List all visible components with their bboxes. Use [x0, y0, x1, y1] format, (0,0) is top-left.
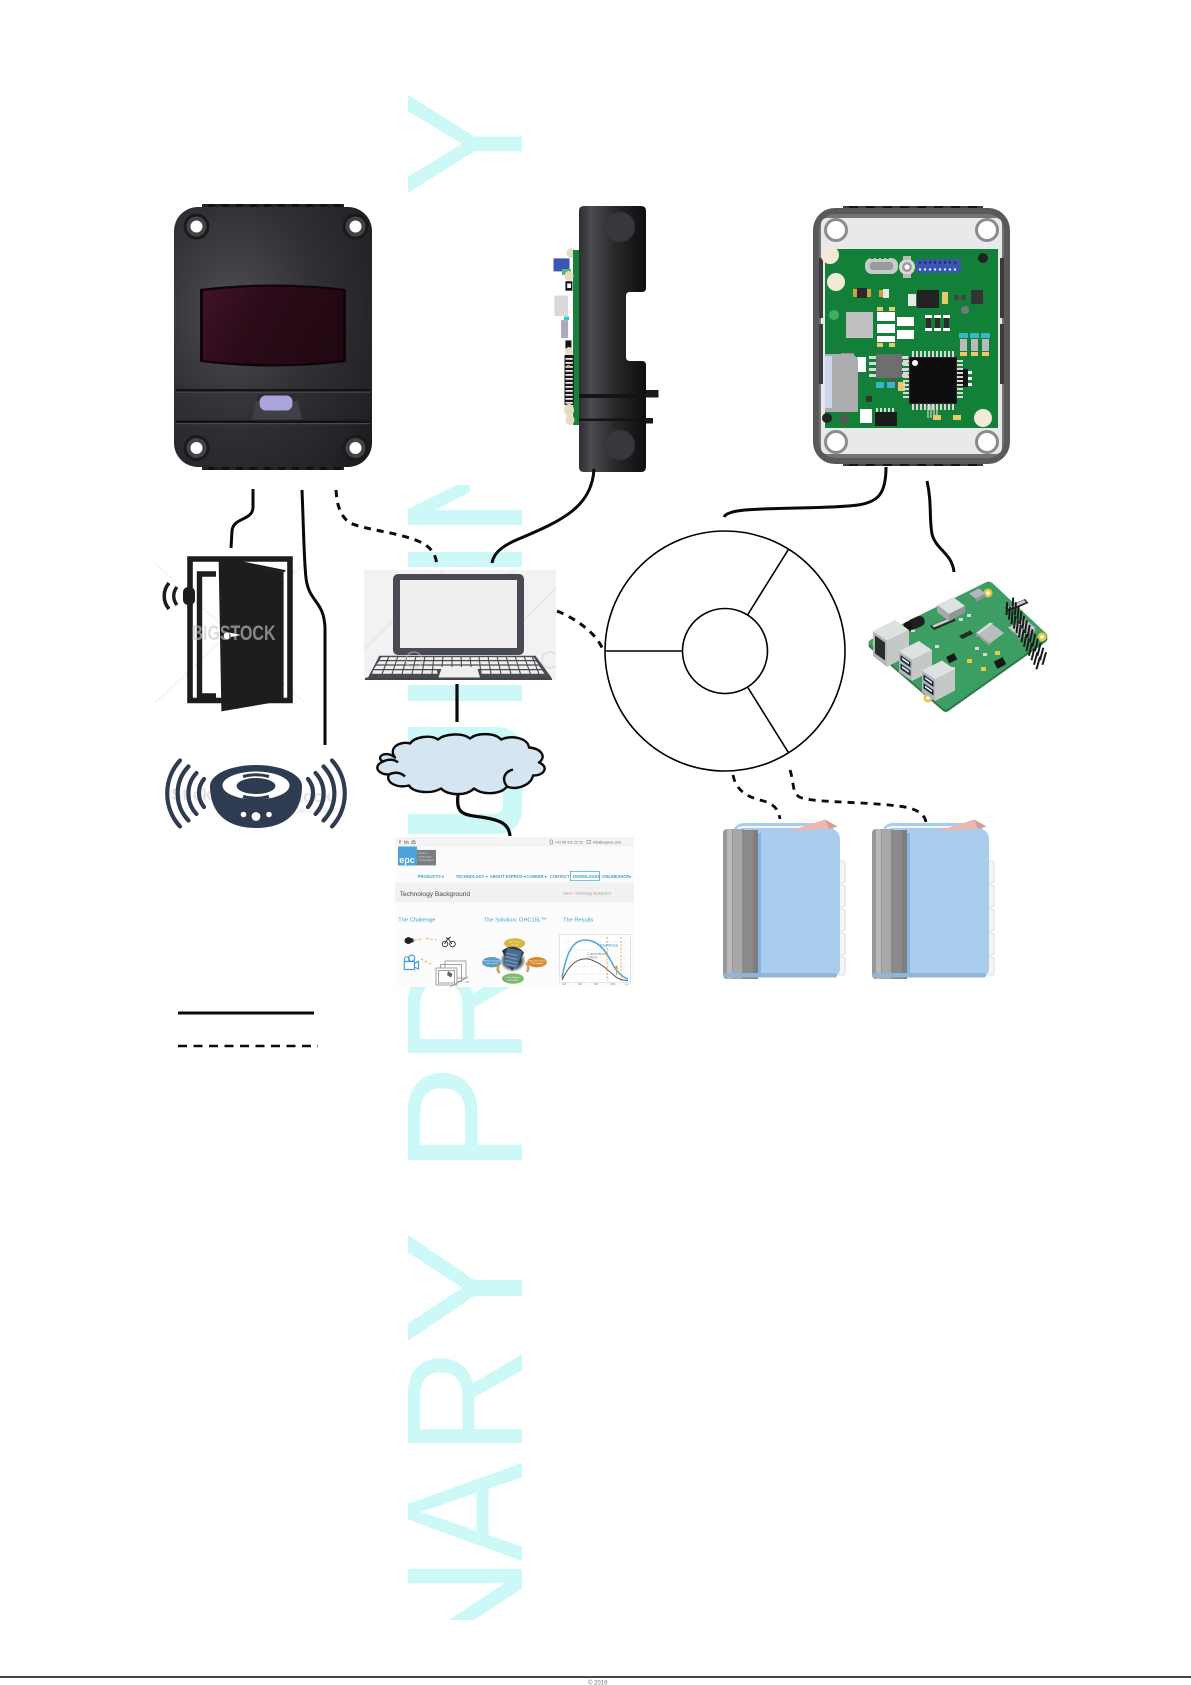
svg-text:R: R: [373, 1347, 558, 1455]
svg-text:on chip: on chip: [511, 944, 519, 946]
svg-text:opto circuits: opto circuits: [486, 962, 499, 965]
svg-text:by Getty Images: by Getty Images: [283, 806, 341, 815]
svg-text:P: P: [372, 1064, 557, 1173]
svg-text:800: 800: [594, 983, 599, 986]
svg-text:⚖: ⚖: [411, 839, 417, 846]
svg-text:CONTACT: CONTACT: [550, 874, 570, 879]
svg-text:photonics: photonics: [419, 855, 432, 859]
svg-text:nm: nm: [625, 983, 628, 986]
svg-text:Y: Y: [372, 91, 558, 196]
svg-text:CAREER ▾: CAREER ▾: [526, 874, 547, 879]
svg-text:epc: epc: [399, 855, 415, 865]
svg-text:ToF circuitry: ToF circuitry: [509, 941, 522, 944]
svg-text:high performance: high performance: [528, 959, 546, 962]
svg-text:CMOS: CMOS: [587, 956, 598, 960]
svg-text:f: f: [399, 840, 401, 846]
svg-text:packaging: packaging: [508, 980, 519, 982]
svg-text:ONLINESHOP: ONLINESHOP: [602, 874, 629, 879]
svg-text:ESPROS: ESPROS: [600, 943, 618, 948]
svg-text:Home › Technology Background: Home › Technology Background: [563, 892, 611, 896]
svg-text:TECHNOLOGY ▾: TECHNOLOGY ▾: [456, 874, 489, 879]
svg-text:A: A: [373, 1463, 558, 1562]
svg-text:ABOUT ESPROS ▾: ABOUT ESPROS ▾: [490, 874, 527, 879]
svg-text:TM: TM: [465, 980, 470, 984]
svg-text:ToF imaging: ToF imaging: [531, 963, 544, 965]
svg-text:400: 400: [562, 983, 567, 986]
svg-text:The Solution: OHC15L™: The Solution: OHC15L™: [484, 918, 547, 924]
svg-text:Y: Y: [372, 1231, 558, 1345]
svg-text:600: 600: [578, 983, 583, 986]
svg-text:in: in: [404, 840, 410, 846]
svg-text:info@espros.com: info@espros.com: [593, 841, 621, 845]
svg-text:Cost efficient: Cost efficient: [507, 976, 520, 979]
svg-text:+41 55 411 22 22: +41 55 411 22 22: [555, 841, 583, 845]
svg-text:The Results: The Results: [563, 918, 594, 924]
svg-text:1000: 1000: [610, 983, 616, 986]
svg-text:Technology Background: Technology Background: [400, 891, 471, 898]
svg-text:corporation: corporation: [419, 858, 434, 862]
svg-text:PRODUCTS ▾: PRODUCTS ▾: [418, 874, 445, 879]
svg-text:DOWNLOADS: DOWNLOADS: [573, 874, 601, 879]
svg-text:⌕: ⌕: [628, 875, 632, 880]
svg-text:The Challenge: The Challenge: [398, 918, 435, 924]
svg-text:Conventional: Conventional: [587, 952, 607, 956]
svg-text:CMOS technology: CMOS technology: [483, 959, 502, 962]
svg-text:© 2019: © 2019: [588, 1680, 608, 1685]
svg-text:espros: espros: [419, 851, 429, 855]
